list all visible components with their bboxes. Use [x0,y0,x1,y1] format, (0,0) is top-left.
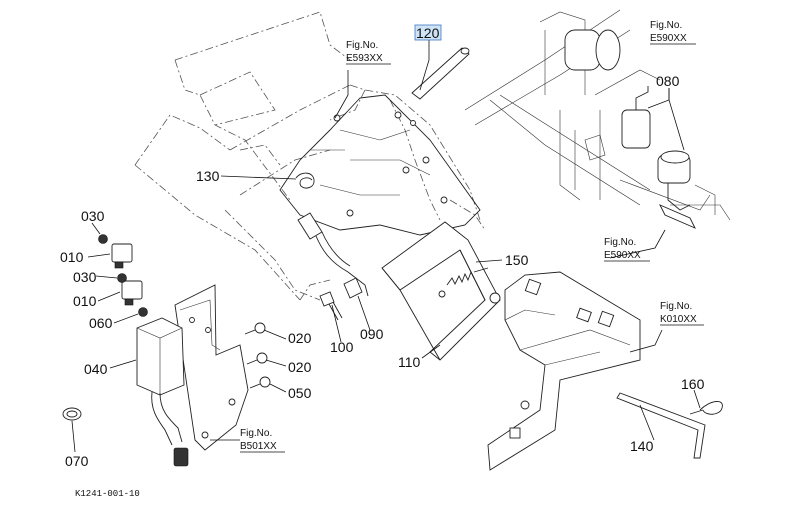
callout-p130[interactable]: 130 [196,168,220,184]
part-number-040[interactable]: 040 [84,361,108,377]
part-020-bolt-b [246,352,268,365]
figure-ref-prefix: Fig.No. [346,40,378,51]
figure-ref-k010[interactable]: Fig.No. K010XX [660,301,697,325]
figure-ref-prefix: Fig.No. [240,428,272,439]
figure-ref-code[interactable]: E590XX [604,250,641,261]
callout-p010a[interactable]: 010 [60,249,84,265]
figure-ref-code[interactable]: E593XX [346,53,383,64]
mounting-plate-center [279,94,481,236]
leader-lines [71,40,701,453]
part-number-060[interactable]: 060 [89,315,113,331]
part-number-020[interactable]: 020 [288,330,312,346]
figure-ref-prefix: Fig.No. [650,20,682,31]
callout-p100[interactable]: 100 [330,339,354,355]
mounting-plate-left [174,284,249,451]
part-number-150[interactable]: 150 [505,252,529,268]
phantom-outline-body [134,11,486,301]
figure-ref-e593[interactable]: Fig.No. E593XX [346,40,383,64]
part-number-160[interactable]: 160 [681,376,705,392]
callout-p060[interactable]: 060 [89,315,113,331]
drawing-number: K1241-001-10 [75,489,140,499]
part-140-rod [616,392,706,459]
callout-p080[interactable]: 080 [656,73,680,89]
bracket-right [487,271,641,471]
callout-p050[interactable]: 050 [288,385,312,401]
callout-p140[interactable]: 140 [630,438,654,454]
part-020-bolt-a [244,322,266,335]
part-number-080[interactable]: 080 [656,73,680,89]
part-010-relay-b [121,280,143,306]
part-100-bolt [319,291,343,321]
part-060-nut [138,307,148,317]
figure-ref-code[interactable]: E590XX [650,33,687,44]
part-110-bracket [381,221,501,361]
callout-p030b[interactable]: 030 [73,269,97,285]
part-labels: 120 080 130 030 010 030 010 060 040 020 020 050 070 1… [60,20,705,469]
part-number-110[interactable]: 110 [398,354,421,370]
callout-p010b[interactable]: 010 [73,293,97,309]
part-number-090[interactable]: 090 [360,326,384,342]
callout-p120[interactable]: 120 [414,24,442,41]
part-130-clip [295,172,315,189]
part-number-010[interactable]: 010 [73,293,97,309]
part-number-120[interactable]: 120 [416,25,440,41]
callout-p110[interactable]: 110 [398,354,421,370]
part-090-harness [297,212,369,299]
figure-ref-prefix: Fig.No. [604,237,636,248]
figure-ref-e590a[interactable]: Fig.No. E590XX [650,20,687,44]
callout-p040[interactable]: 040 [84,361,108,377]
figure-ref-prefix: Fig.No. [660,301,692,312]
part-number-030[interactable]: 030 [81,208,105,224]
part-080-solenoid [564,29,696,229]
part-number-140[interactable]: 140 [630,438,654,454]
selected-part-highlight [414,24,442,41]
part-070-clamp [62,407,82,421]
part-030-nut-a [98,234,108,244]
part-120-pin [411,47,470,100]
part-150-spring [446,267,489,286]
part-number-010[interactable]: 010 [60,249,84,265]
callout-p020b[interactable]: 020 [288,359,312,375]
part-050-bolt [249,376,271,389]
part-030-nut-b [117,273,127,283]
callout-p030a[interactable]: 030 [81,208,105,224]
part-number-100[interactable]: 100 [330,339,354,355]
callout-p160[interactable]: 160 [681,376,705,392]
part-number-070[interactable]: 070 [65,453,89,469]
part-number-050[interactable]: 050 [288,385,312,401]
part-number-130[interactable]: 130 [196,168,220,184]
figure-ref-underlines [240,43,704,453]
callout-p070[interactable]: 070 [65,453,89,469]
callout-p090[interactable]: 090 [360,326,384,342]
figure-ref-code[interactable]: B501XX [240,441,277,452]
part-number-030[interactable]: 030 [73,269,97,285]
callout-p150[interactable]: 150 [505,252,529,268]
callout-p020a[interactable]: 020 [288,330,312,346]
part-number-020[interactable]: 020 [288,359,312,375]
part-160-pin [689,401,723,415]
part-010-relay-a [111,243,133,269]
figure-ref-b501[interactable]: Fig.No. B501XX [240,428,277,452]
figure-ref-e590b[interactable]: Fig.No. E590XX [604,237,641,261]
figure-ref-code[interactable]: K010XX [660,314,697,325]
part-040-controller [136,317,189,467]
